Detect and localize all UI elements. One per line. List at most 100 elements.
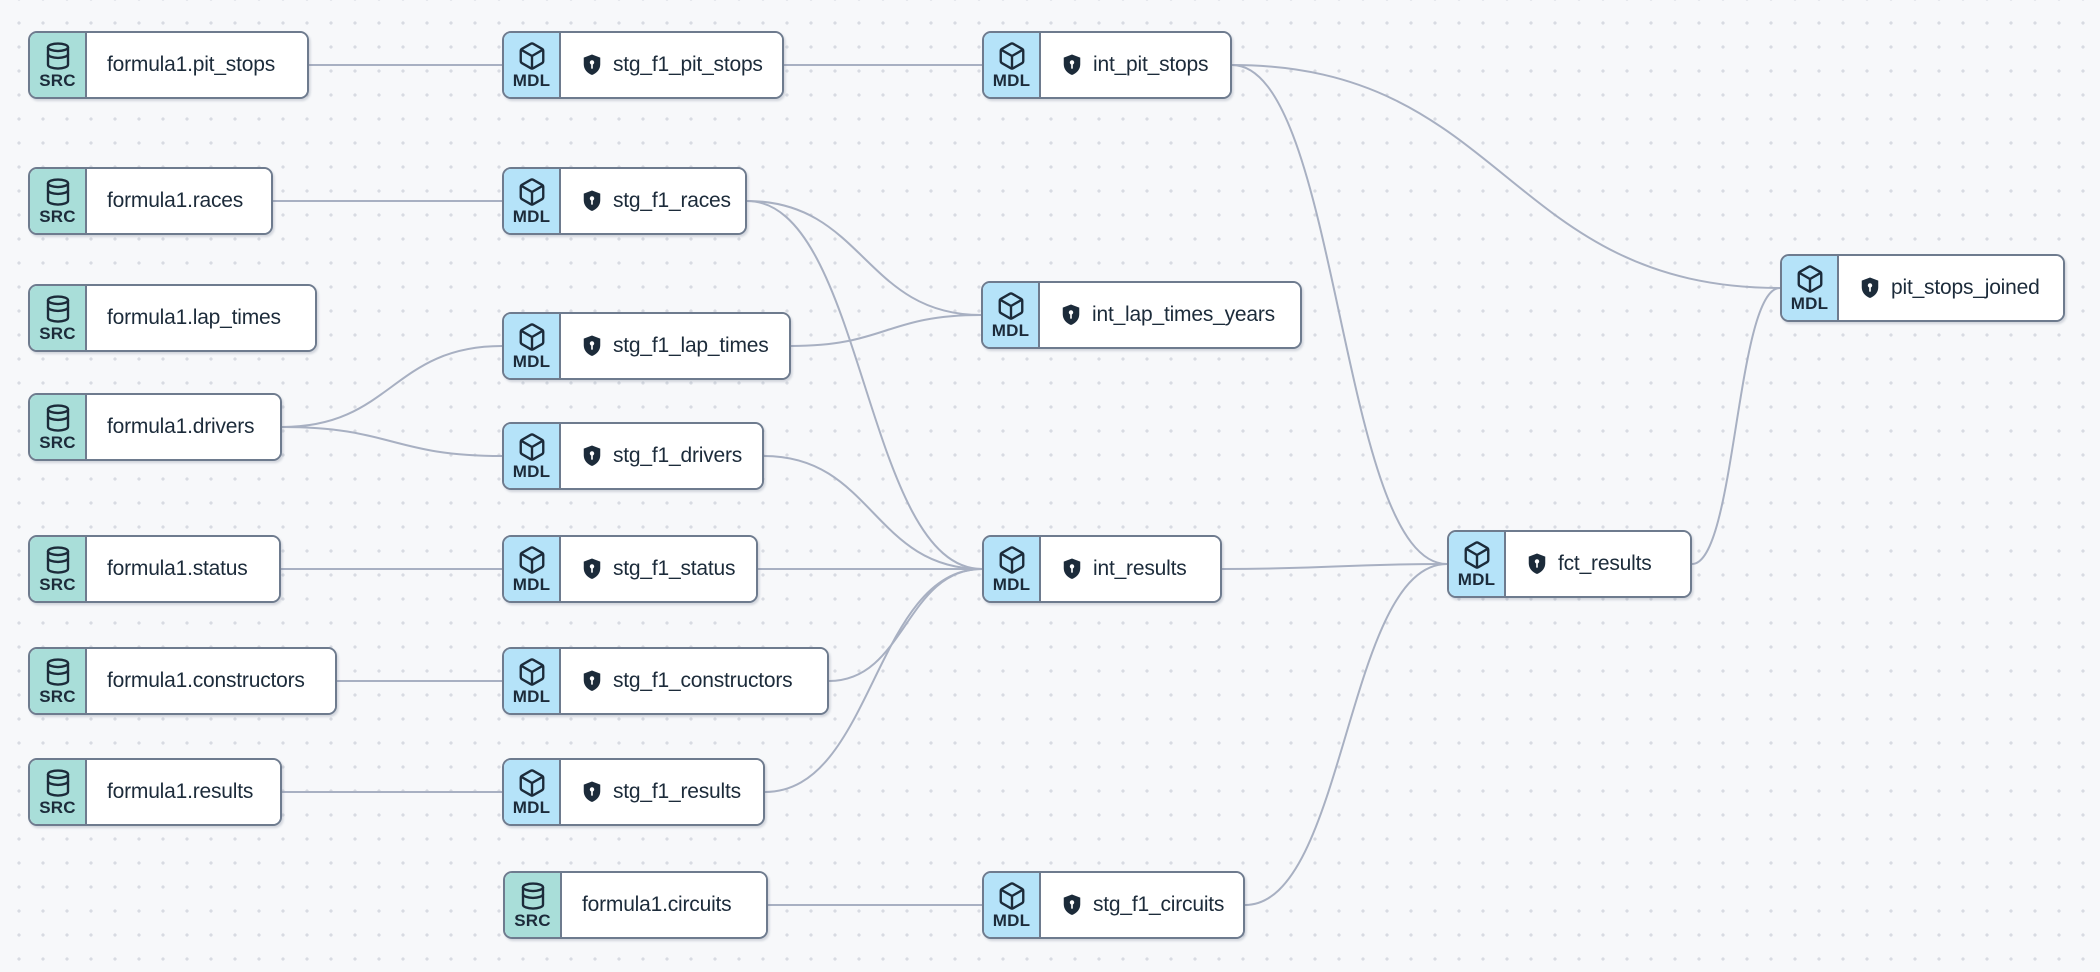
node-label-area: stg_f1_results: [561, 760, 763, 824]
lineage-node-formula1.constructors[interactable]: SRC formula1.constructors: [28, 647, 337, 715]
node-type-label: SRC: [39, 798, 76, 817]
database-icon: [43, 403, 73, 433]
node-label: stg_f1_pit_stops: [613, 53, 763, 76]
source-type-badge: SRC: [30, 286, 87, 350]
node-label: stg_f1_drivers: [613, 444, 743, 467]
lineage-node-stg_f1_pit_stops[interactable]: MDL stg_f1_pit_stops: [502, 31, 784, 99]
lineage-node-int_pit_stops[interactable]: MDL int_pit_stops: [982, 31, 1232, 99]
source-type-badge: SRC: [30, 395, 87, 459]
node-label-area: stg_f1_races: [561, 169, 745, 233]
node-label: int_pit_stops: [1093, 53, 1209, 76]
node-label-area: stg_f1_status: [561, 537, 756, 601]
model-type-badge: MDL: [984, 873, 1041, 937]
node-label: formula1.lap_times: [107, 306, 281, 329]
node-label-area: formula1.lap_times: [87, 286, 315, 350]
lineage-node-stg_f1_status[interactable]: MDL stg_f1_status: [502, 535, 758, 603]
lineage-node-int_lap_times_years[interactable]: MDL int_lap_times_years: [981, 281, 1302, 349]
lineage-node-formula1.drivers[interactable]: SRC formula1.drivers: [28, 393, 282, 461]
model-type-badge: MDL: [984, 33, 1041, 97]
lineage-node-stg_f1_circuits[interactable]: MDL stg_f1_circuits: [982, 871, 1245, 939]
lineage-node-formula1.races[interactable]: SRC formula1.races: [28, 167, 273, 235]
node-label-area: formula1.races: [87, 169, 271, 233]
node-type-label: SRC: [39, 433, 76, 452]
node-label: formula1.results: [107, 780, 254, 803]
node-type-label: MDL: [512, 798, 551, 817]
node-type-label: MDL: [512, 687, 551, 706]
cube-icon: [517, 322, 547, 352]
model-type-badge: MDL: [504, 537, 561, 601]
source-type-badge: SRC: [30, 33, 87, 97]
node-label: stg_f1_circuits: [1093, 893, 1225, 916]
node-label-area: stg_f1_lap_times: [561, 314, 789, 378]
edge-formula1.drivers-to-stg_f1_lap_times: [281, 345, 503, 428]
cube-icon: [996, 291, 1026, 321]
database-icon: [43, 545, 73, 575]
shield-lock-icon: [1061, 557, 1083, 581]
edge-stg_f1_results-to-int_results: [764, 568, 983, 793]
model-type-badge: MDL: [504, 169, 561, 233]
node-label-area: fct_results: [1506, 532, 1690, 596]
edge-stg_f1_races-to-int_results: [746, 200, 983, 570]
shield-lock-icon: [581, 53, 603, 77]
node-type-label: MDL: [512, 575, 551, 594]
edge-stg_f1_lap_times-to-int_lap_times_years: [790, 314, 982, 347]
node-type-label: SRC: [39, 575, 76, 594]
edge-stg_f1_drivers-to-int_results: [763, 455, 983, 570]
edge-int_results-to-fct_results: [1221, 563, 1448, 570]
shield-lock-icon: [1060, 303, 1082, 327]
lineage-node-formula1.results[interactable]: SRC formula1.results: [28, 758, 282, 826]
database-icon: [43, 177, 73, 207]
node-label-area: stg_f1_circuits: [1041, 873, 1243, 937]
cube-icon: [997, 545, 1027, 575]
model-type-badge: MDL: [504, 33, 561, 97]
node-type-label: SRC: [39, 71, 76, 90]
cube-icon: [997, 41, 1027, 71]
source-type-badge: SRC: [30, 649, 87, 713]
shield-lock-icon: [581, 444, 603, 468]
source-type-badge: SRC: [30, 169, 87, 233]
node-label-area: formula1.circuits: [562, 873, 766, 937]
model-type-badge: MDL: [1449, 532, 1506, 596]
node-type-label: MDL: [991, 321, 1030, 340]
node-label-area: pit_stops_joined: [1839, 256, 2063, 320]
node-type-label: MDL: [1457, 570, 1496, 589]
node-type-label: MDL: [992, 71, 1031, 90]
lineage-node-formula1.lap_times[interactable]: SRC formula1.lap_times: [28, 284, 317, 352]
shield-lock-icon: [581, 189, 603, 213]
node-label: formula1.drivers: [107, 415, 255, 438]
source-type-badge: SRC: [505, 873, 562, 937]
edge-stg_f1_constructors-to-int_results: [828, 568, 983, 682]
lineage-node-stg_f1_results[interactable]: MDL stg_f1_results: [502, 758, 765, 826]
cube-icon: [517, 432, 547, 462]
database-icon: [518, 881, 548, 911]
shield-lock-icon: [581, 557, 603, 581]
node-type-label: SRC: [39, 687, 76, 706]
node-label-area: int_results: [1041, 537, 1220, 601]
database-icon: [43, 41, 73, 71]
source-type-badge: SRC: [30, 760, 87, 824]
node-label: int_results: [1093, 557, 1187, 580]
node-label-area: stg_f1_pit_stops: [561, 33, 782, 97]
lineage-node-pit_stops_joined[interactable]: MDL pit_stops_joined: [1780, 254, 2065, 322]
database-icon: [43, 294, 73, 324]
node-label-area: formula1.constructors: [87, 649, 335, 713]
model-type-badge: MDL: [504, 314, 561, 378]
lineage-node-fct_results[interactable]: MDL fct_results: [1447, 530, 1692, 598]
node-type-label: MDL: [1790, 294, 1829, 313]
node-label: int_lap_times_years: [1092, 303, 1275, 326]
cube-icon: [517, 768, 547, 798]
node-label-area: int_lap_times_years: [1040, 283, 1300, 347]
cube-icon: [517, 545, 547, 575]
source-type-badge: SRC: [30, 537, 87, 601]
node-label: formula1.races: [107, 189, 244, 212]
